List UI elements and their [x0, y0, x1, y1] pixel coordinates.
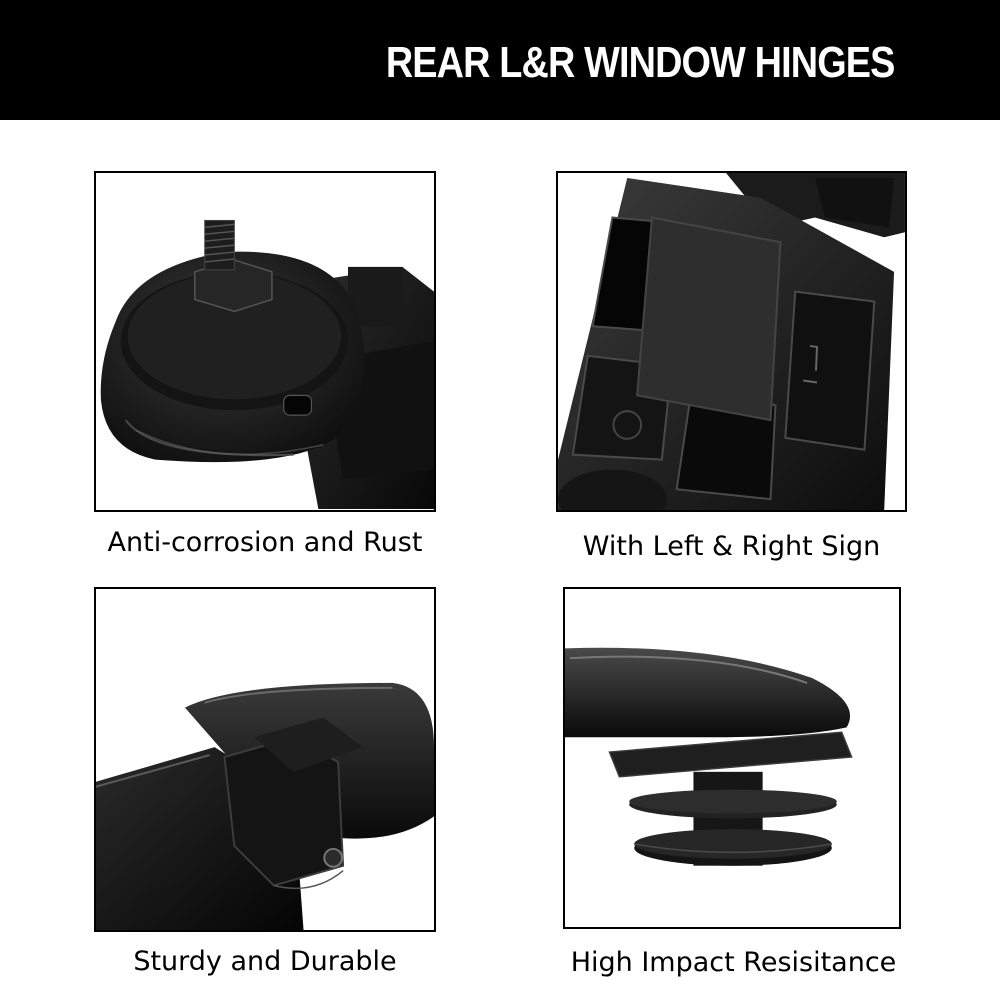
feature-image-anti-corrosion [94, 171, 436, 512]
page-title: REAR L&R WINDOW HINGES [386, 38, 896, 87]
feature-image-sturdy [94, 587, 436, 932]
caption-high-impact: High Impact Resisitance [570, 947, 897, 978]
feature-image-left-right-sign [556, 171, 907, 512]
caption-anti-corrosion: Anti-corrosion and Rust [107, 527, 423, 558]
header-banner: REAR L&R WINDOW HINGES [0, 0, 1000, 120]
hinge-mount-stud-photo [565, 589, 899, 927]
hinge-pivot-photo [96, 589, 434, 930]
caption-sturdy-durable: Sturdy and Durable [133, 946, 397, 977]
hinge-foam-pad-photo [558, 173, 905, 510]
caption-left-right-sign: With Left & Right Sign [582, 531, 881, 562]
hinge-bolt-photo [96, 173, 434, 510]
feature-image-impact-resistance [563, 587, 901, 929]
